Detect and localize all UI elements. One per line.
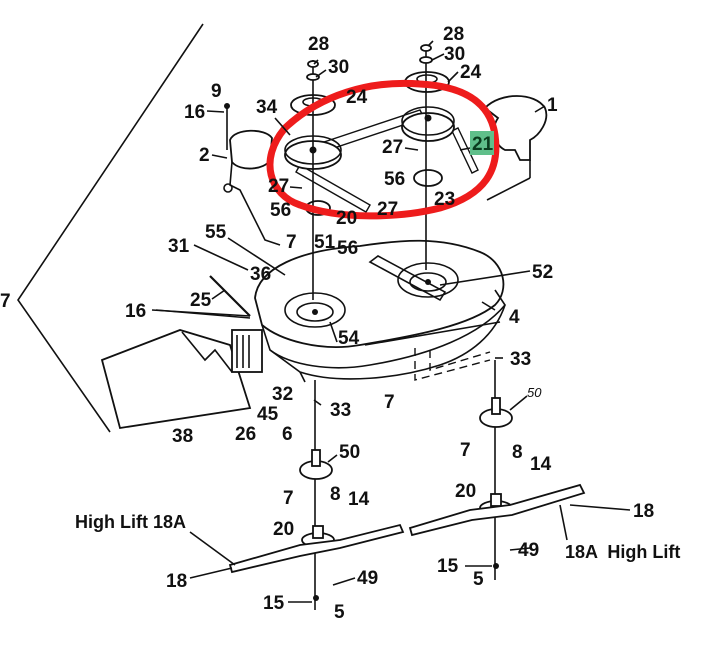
right-blade <box>408 483 586 537</box>
label-25: 25 <box>190 290 212 311</box>
label-32: 32 <box>272 384 293 405</box>
label-4: 4 <box>509 307 520 328</box>
caption-left-blade: High Lift 18A <box>75 512 186 532</box>
caption-right-blade: 18A High Lift <box>565 542 680 562</box>
label-6: 6 <box>282 424 293 445</box>
label-16: 16 <box>125 301 146 322</box>
label-15: 15 <box>437 556 459 577</box>
label-56: 56 <box>384 169 405 190</box>
label-33: 33 <box>510 349 531 370</box>
label-20: 20 <box>273 519 294 540</box>
label-56: 56 <box>270 200 291 221</box>
label-28: 28 <box>443 24 464 45</box>
label-28: 28 <box>308 34 329 55</box>
label-51: 51 <box>314 232 336 253</box>
label-54: 54 <box>338 328 360 349</box>
label-20: 20 <box>336 208 357 229</box>
left-blade <box>228 523 405 574</box>
highlight-box <box>470 131 494 155</box>
label-21: 21 <box>472 134 494 155</box>
assembly-bracket <box>17 23 204 433</box>
label-18: 18 <box>166 571 187 592</box>
label-18: 18 <box>633 501 654 522</box>
label-23: 23 <box>434 189 455 210</box>
label-27: 27 <box>382 137 403 158</box>
discharge-chute <box>100 329 252 430</box>
label-16: 16 <box>184 102 205 123</box>
label-20: 20 <box>455 481 476 502</box>
label-15: 15 <box>263 593 285 614</box>
label-34: 34 <box>256 97 278 118</box>
label-27: 27 <box>268 176 289 197</box>
bracket-left <box>229 129 273 170</box>
label-14: 14 <box>530 454 552 475</box>
label-36: 36 <box>250 264 271 285</box>
label-14: 14 <box>348 489 370 510</box>
idler-23 <box>413 169 443 187</box>
label-1: 1 <box>547 95 558 116</box>
label-8: 8 <box>512 442 523 463</box>
label-7: 7 <box>286 232 297 253</box>
right-spindle <box>479 360 513 580</box>
label-26: 26 <box>235 424 256 445</box>
annotation-circle <box>266 79 500 220</box>
label-30: 30 <box>444 44 465 65</box>
label-7: 7 <box>460 440 471 461</box>
label-7: 7 <box>283 488 294 509</box>
label-52: 52 <box>532 262 553 283</box>
label-5: 5 <box>334 602 345 623</box>
label-49: 49 <box>518 540 539 561</box>
label-24: 24 <box>460 62 482 83</box>
label-33: 33 <box>330 400 351 421</box>
label-49: 49 <box>357 568 378 589</box>
label-8: 8 <box>330 484 341 505</box>
label-50: 50 <box>339 442 360 463</box>
label-7-assembly: 7 <box>0 291 11 312</box>
left-spindle <box>299 380 335 610</box>
highlight-21: 21 <box>470 131 494 155</box>
part-labels: 28 30 28 30 24 24 9 16 34 2 1 21 27 56 2… <box>0 24 680 623</box>
label-2: 2 <box>199 145 210 166</box>
leader-lines <box>151 40 631 603</box>
label-45: 45 <box>257 404 279 425</box>
label-31: 31 <box>168 236 190 257</box>
label-50: 50 <box>527 385 542 400</box>
label-24: 24 <box>346 87 368 108</box>
label-38: 38 <box>172 426 193 447</box>
label-55: 55 <box>205 222 227 243</box>
label-5: 5 <box>473 569 484 590</box>
label-9: 9 <box>211 81 222 102</box>
label-56: 56 <box>337 238 358 259</box>
label-27: 27 <box>377 199 398 220</box>
label-7: 7 <box>384 392 395 413</box>
label-30: 30 <box>328 57 349 78</box>
